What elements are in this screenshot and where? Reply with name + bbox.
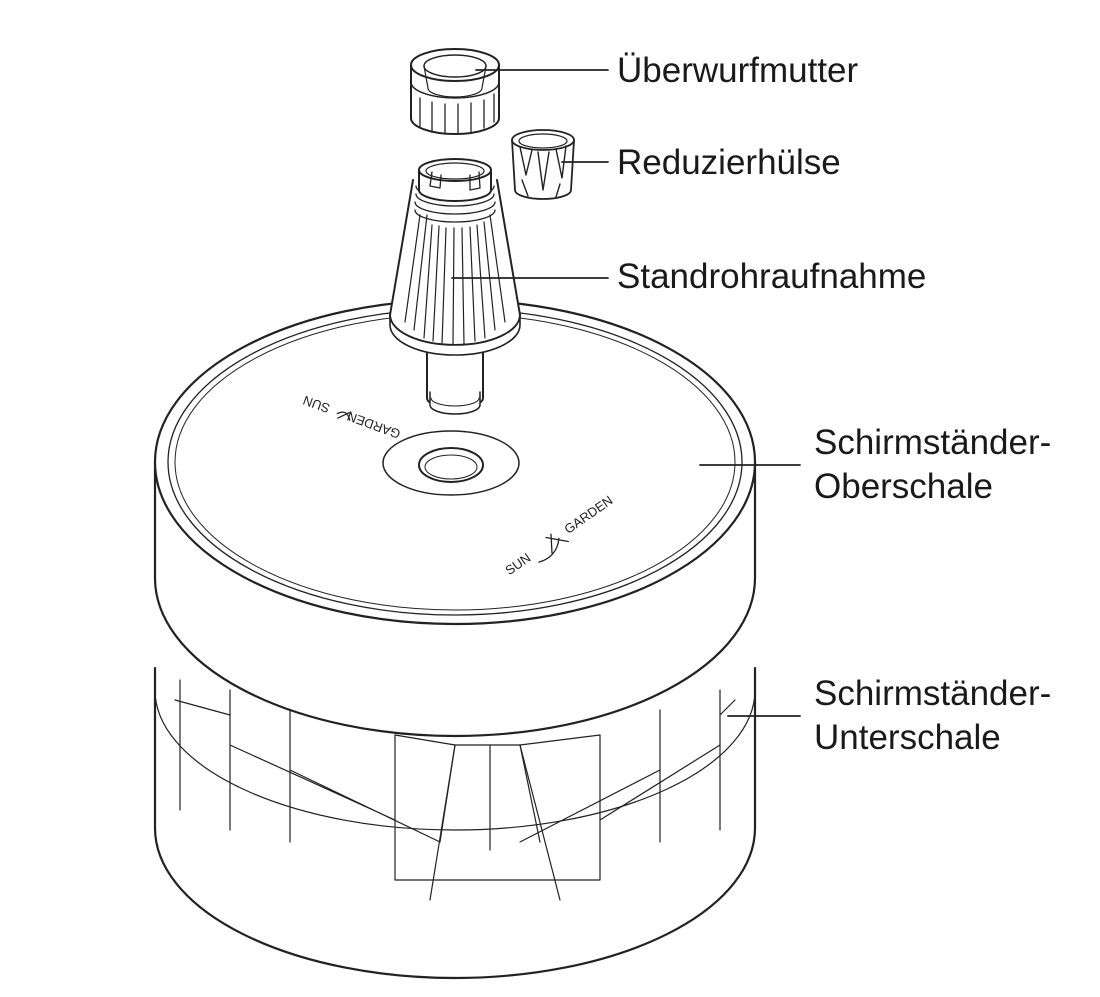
label-lower-shell-line1: Schirmständer- bbox=[814, 674, 1052, 713]
label-upper-shell-line1: Schirmständer- bbox=[814, 423, 1052, 462]
label-reducing-sleeve: Reduzierhülse bbox=[617, 143, 841, 182]
label-lower-shell: Schirmständer- Unterschale bbox=[814, 672, 1051, 760]
standpipe-holder bbox=[389, 158, 521, 415]
lower-shell bbox=[153, 666, 757, 980]
label-lower-shell-line2: Unterschale bbox=[814, 718, 1001, 757]
label-upper-shell-line2: Oberschale bbox=[814, 467, 993, 506]
leader-lines bbox=[451, 69, 801, 717]
reducing-sleeve bbox=[511, 129, 575, 200]
label-union-nut: Überwurfmutter bbox=[617, 51, 859, 90]
union-nut bbox=[410, 48, 500, 135]
label-standpipe-holder: Standrohraufnahme bbox=[617, 257, 927, 296]
label-upper-shell: Schirmständer- Oberschale bbox=[814, 421, 1051, 509]
upper-shell bbox=[153, 298, 757, 738]
center-ring bbox=[382, 430, 520, 496]
